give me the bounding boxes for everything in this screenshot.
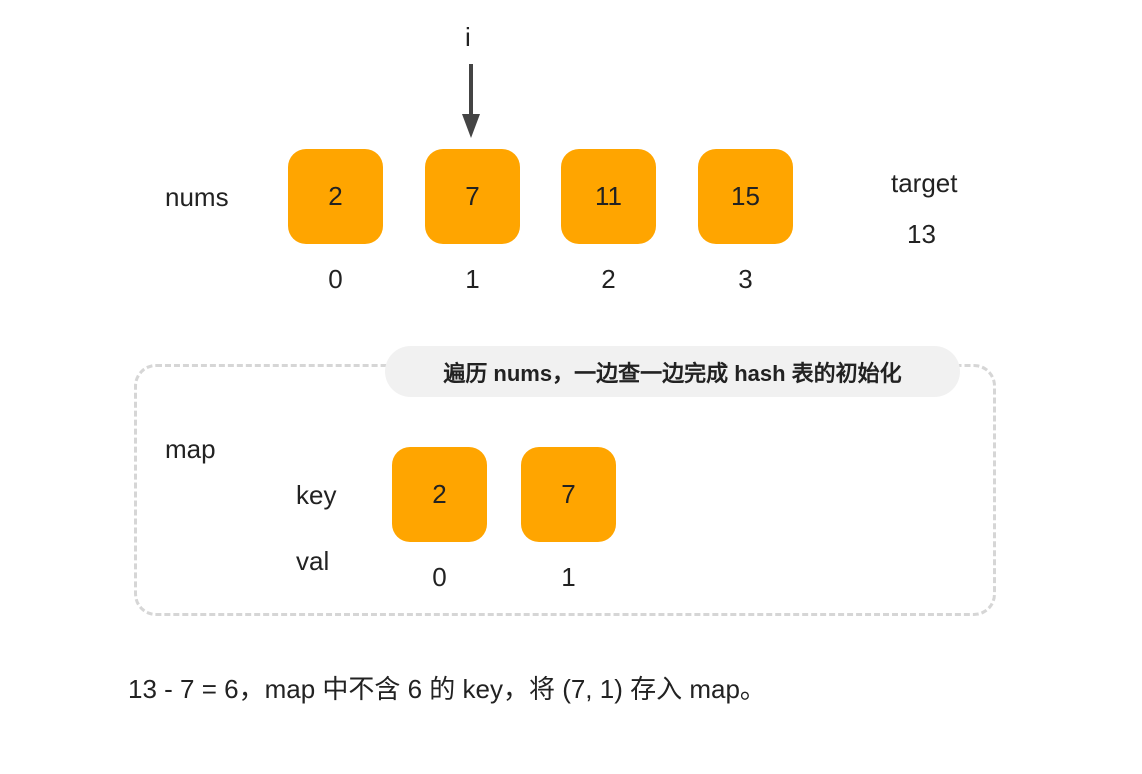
nums-label: nums bbox=[165, 182, 229, 212]
map-key-cell-0: 2 bbox=[392, 447, 487, 542]
nums-index-1: 1 bbox=[465, 264, 480, 294]
nums-cell-0: 2 bbox=[288, 149, 383, 244]
nums-cell-2: 11 bbox=[561, 149, 656, 244]
step-banner: 遍历 nums，一边查一边完成 hash 表的初始化 bbox=[385, 346, 960, 397]
map-val-1: 1 bbox=[561, 562, 576, 592]
step-caption: 13 - 7 = 6，map 中不含 6 的 key，将 (7, 1) 存入 m… bbox=[128, 674, 766, 704]
nums-cell-1: 7 bbox=[425, 149, 520, 244]
target-value: 13 bbox=[907, 219, 936, 249]
nums-cell-3: 15 bbox=[698, 149, 793, 244]
map-key-label: key bbox=[296, 480, 337, 510]
map-key-cell-1: 7 bbox=[521, 447, 616, 542]
map-val-label: val bbox=[296, 546, 330, 576]
target-label: target bbox=[891, 168, 958, 198]
nums-index-0: 0 bbox=[328, 264, 343, 294]
map-val-0: 0 bbox=[432, 562, 447, 592]
nums-index-2: 2 bbox=[601, 264, 616, 294]
down-arrow-icon bbox=[462, 64, 480, 138]
map-label: map bbox=[165, 434, 216, 464]
pointer-label: i bbox=[465, 22, 471, 52]
index-pointer: i bbox=[456, 22, 486, 142]
nums-index-3: 3 bbox=[738, 264, 753, 294]
